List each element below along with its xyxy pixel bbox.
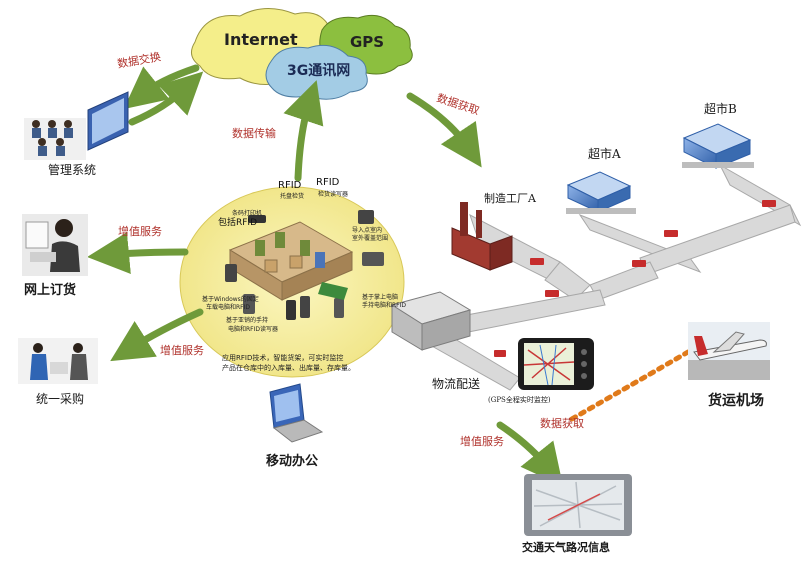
- rfid-a-label: RFID: [278, 180, 302, 191]
- factory-a-label: 制造工厂A: [484, 192, 536, 205]
- unified-purchase-label: 统一采购: [36, 392, 85, 406]
- logistics-label: 物流配送: [432, 377, 481, 391]
- data-fetch-airport-label: 数据获取: [540, 417, 584, 430]
- network-cloud: [190, 8, 413, 100]
- in-store-line2: 室外覆盖范围: [352, 235, 389, 242]
- warehouse-description-line1: 应用RFID技术，智能货架，可实时监控: [222, 354, 344, 362]
- online-order-label: 网上订货: [24, 283, 77, 298]
- in-store-line1: 导入点室内: [352, 227, 383, 234]
- handheld-line2: 电脑和RFID读写器: [228, 326, 279, 333]
- supermarket-b-label: 超市B: [704, 102, 737, 116]
- logistics-center: [390, 291, 472, 351]
- supermarket-a-label: 超市A: [588, 147, 621, 161]
- handheld-line1: 基于亚销的手持: [226, 317, 269, 324]
- supermarket-a-building: [566, 171, 636, 214]
- rfid-b-label: RFID: [316, 177, 340, 188]
- online-order-illustration: [22, 214, 88, 276]
- airport-label: 货运机场: [708, 393, 764, 409]
- data-transfer-label: 数据传输: [232, 127, 276, 140]
- roads: [429, 163, 802, 391]
- rfid-a-sub: 托盘检货: [280, 193, 305, 200]
- pocket-pc-line2: 手持电脑和RFID: [362, 302, 407, 309]
- traffic-navigation-device: [524, 474, 632, 536]
- value-added-3-label: 增值服务: [460, 435, 504, 448]
- airport-dotted-link: [567, 349, 691, 423]
- gps-device: [518, 338, 594, 390]
- value-added-1-label: 增值服务: [118, 225, 162, 238]
- label-printer-line2: 包括RFID: [218, 218, 258, 228]
- flow-arrows: [87, 64, 564, 487]
- supermarket-b-building: [682, 123, 754, 169]
- value-added-2-label: 增值服务: [160, 344, 204, 357]
- warehouse-description-line2: 产品在仓库中的入库量、出库量、存库量。: [222, 364, 355, 372]
- rfid-b-sub: 检货读写器: [318, 191, 349, 198]
- internet-label: Internet: [224, 30, 298, 49]
- unified-purchase-illustration: [18, 338, 98, 384]
- logistics-note: (GPS全程实时监控): [488, 396, 551, 404]
- label-printer-line1: 条码打印机: [232, 210, 263, 217]
- management-system-label: 管理系统: [48, 163, 97, 177]
- factory-building: [451, 202, 513, 271]
- cargo-plane: [688, 322, 770, 380]
- windows-terminal-line1: 基于Windows的固定: [202, 296, 259, 303]
- trucks: [494, 200, 776, 357]
- management-illustration: [24, 91, 129, 160]
- network-label: 3G通讯网: [287, 63, 351, 79]
- mobile-office-label: 移动办公: [266, 454, 319, 469]
- laptop-illustration: [269, 383, 324, 443]
- gps-label: GPS: [350, 33, 385, 51]
- traffic-info-label: 交通天气路况信息: [522, 541, 610, 554]
- warehouse-illustration: [225, 210, 384, 320]
- windows-terminal-line2: 车载电脑和RFID: [206, 304, 251, 311]
- pocket-pc-line1: 基于掌上电脑: [362, 294, 399, 301]
